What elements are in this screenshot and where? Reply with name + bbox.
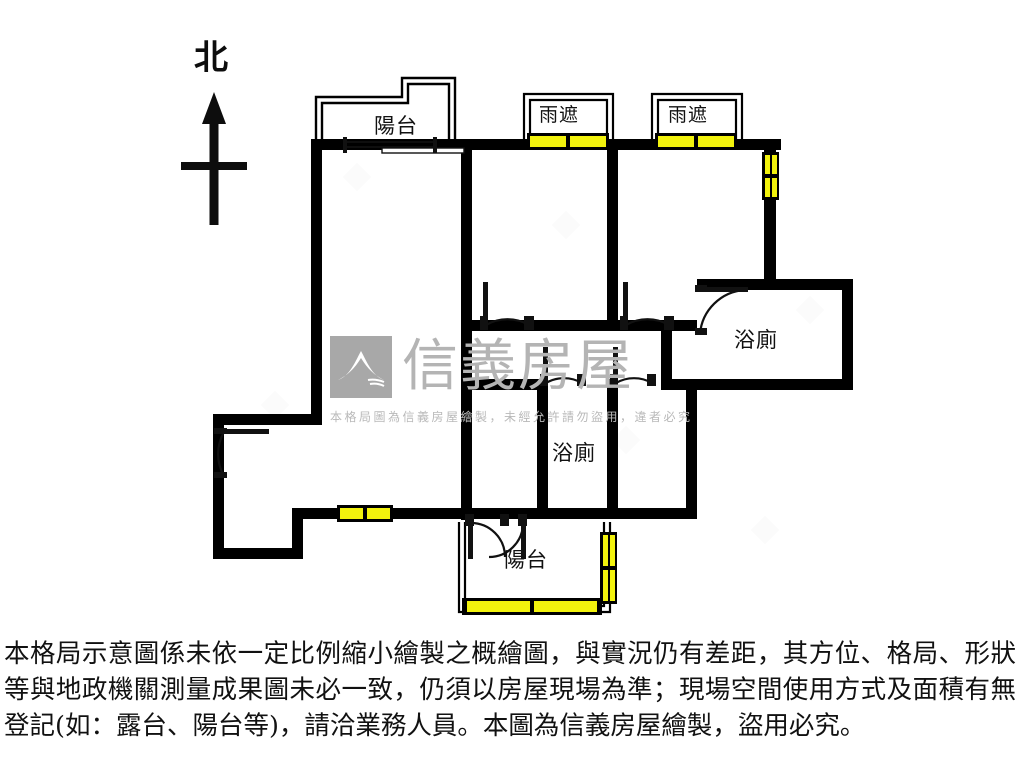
window-east-upper [762, 152, 779, 200]
window-balcony-bottom [462, 598, 602, 615]
balcony-upper-outline [314, 76, 457, 148]
window-shelter-left [527, 133, 609, 150]
door-bedroom-left[interactable] [480, 282, 534, 330]
windows-group [337, 133, 779, 615]
floor-plan-drawing [181, 76, 853, 615]
north-arrow-icon [181, 92, 247, 225]
room-label-balcony-lower: 陽台 [504, 548, 548, 572]
north-label: 北 [194, 38, 228, 78]
door-bathroom-lower[interactable] [540, 347, 586, 386]
door-bedroom-right[interactable] [620, 282, 674, 330]
window-shelter-right [655, 133, 737, 150]
window-balcony-right [600, 532, 617, 604]
door-balcony-lower-left[interactable] [465, 514, 509, 559]
door-balcony-lower-mid[interactable] [488, 514, 527, 559]
door-bathroom-upper[interactable] [695, 285, 748, 335]
rain-shelter-label-left: 雨遮 [539, 104, 580, 126]
rain-shelter-right-outline [650, 92, 744, 142]
room-label-balcony-upper: 陽台 [374, 114, 418, 138]
disclaimer-text: 本格局示意圖係未依一定比例縮小繪製之概繪圖，與實況仍有差距，其方位、格局、形狀等… [4, 639, 1016, 742]
door-utility[interactable] [610, 347, 656, 386]
structural-walls [213, 139, 853, 559]
window-west-lower [337, 505, 393, 522]
room-label-bathroom-lower: 浴廁 [552, 441, 596, 465]
door-entrance[interactable] [214, 428, 269, 478]
sliding-door-balcony-upper[interactable] [343, 137, 465, 154]
rain-shelter-label-right: 雨遮 [668, 104, 709, 126]
background-watermark-marks [260, 162, 825, 545]
rain-shelter-left-outline [522, 92, 615, 142]
room-label-bathroom-upper-right: 浴廁 [734, 328, 778, 352]
